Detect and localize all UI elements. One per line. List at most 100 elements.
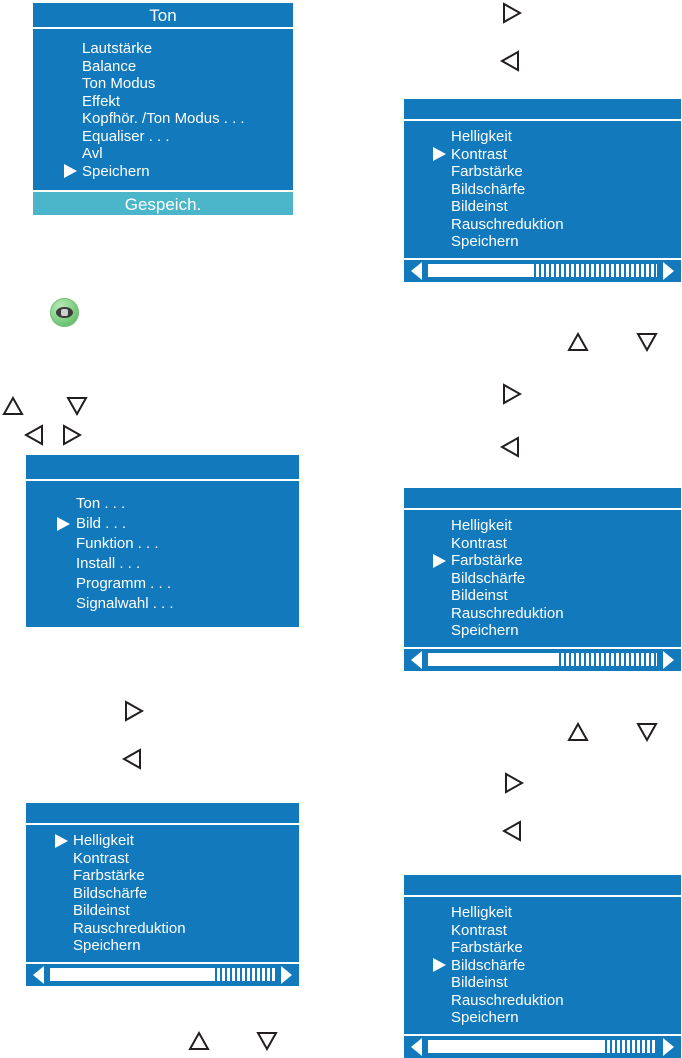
slider-fill [428, 1040, 603, 1053]
key-down-icon [256, 1031, 278, 1051]
menu-item-bildschaerfe[interactable]: Bildschärfe [26, 885, 299, 903]
menu-item-helligkeit[interactable]: Helligkeit [404, 517, 681, 535]
panel-picture-sharpness-title [404, 875, 681, 897]
menu-item-bildschaerfe[interactable]: Bildschärfe [404, 570, 681, 588]
slider-decrease-icon[interactable] [411, 1037, 422, 1056]
slider-track[interactable] [428, 1040, 657, 1053]
menu-item-label: Farbstärke [451, 552, 523, 569]
menu-item-label: Rauschreduktion [73, 919, 186, 937]
menu-item-signalwahl[interactable]: Signalwahl . . . [26, 594, 299, 614]
menu-item-avl[interactable]: Avl [33, 145, 293, 163]
menu-item-kontrast[interactable]: Kontrast [26, 850, 299, 868]
menu-item-equaliser[interactable]: Equaliser . . . [33, 128, 293, 146]
menu-item-bildeinst[interactable]: Bildeinst [404, 587, 681, 605]
selection-cursor-icon [57, 517, 70, 531]
slider-decrease-icon[interactable] [411, 261, 422, 280]
menu-item-label: Funktion . . . [76, 535, 159, 552]
slider-colour[interactable] [404, 646, 681, 671]
key-left-icon [24, 424, 44, 446]
menu-item-install[interactable]: Install . . . [26, 554, 299, 574]
menu-item-label: Helligkeit [451, 517, 512, 534]
menu-item-helligkeit[interactable]: Helligkeit [404, 904, 681, 922]
panel-sound-menu: Ton Lautstärke Balance Ton Modus Effekt … [33, 3, 293, 215]
panel-picture-colour-title [404, 488, 681, 510]
menu-item-label: Kontrast [451, 145, 507, 163]
menu-item-speichern[interactable]: Speichern [404, 622, 681, 640]
menu-item-speichern[interactable]: Speichern [404, 233, 681, 251]
menu-item-bildschaerfe[interactable]: Bildschärfe [404, 957, 681, 975]
selection-cursor-icon [433, 958, 446, 973]
slider-brightness[interactable] [26, 961, 299, 986]
slider-sharpness[interactable] [404, 1033, 681, 1058]
menu-item-effekt[interactable]: Effekt [33, 93, 293, 111]
key-down-icon [66, 396, 88, 416]
menu-item-kontrast[interactable]: Kontrast [404, 922, 681, 940]
slider-increase-icon[interactable] [281, 965, 292, 984]
menu-item-speichern[interactable]: Speichern [26, 937, 299, 955]
slider-remainder [602, 1040, 657, 1053]
menu-item-funktion[interactable]: Funktion . . . [26, 534, 299, 554]
slider-decrease-icon[interactable] [411, 650, 422, 669]
menu-item-kopfhoerer-ton-modus[interactable]: Kopfhör. /Ton Modus . . . [33, 110, 293, 128]
menu-item-helligkeit[interactable]: Helligkeit [404, 128, 681, 146]
menu-item-rauschreduktion[interactable]: Rauschreduktion [404, 992, 681, 1010]
menu-item-label: Kontrast [451, 921, 507, 939]
menu-item-bildschaerfe[interactable]: Bildschärfe [404, 181, 681, 199]
menu-item-farbstaerke[interactable]: Farbstärke [404, 552, 681, 570]
menu-item-ton-modus[interactable]: Ton Modus [33, 75, 293, 93]
menu-item-label: Bildeinst [451, 198, 508, 215]
panel-picture-contrast-title [404, 99, 681, 121]
menu-item-helligkeit[interactable]: Helligkeit [26, 832, 299, 850]
menu-item-ton[interactable]: Ton . . . [26, 494, 299, 514]
menu-item-lautstaerke[interactable]: Lautstärke [33, 40, 293, 58]
slider-contrast[interactable] [404, 257, 681, 282]
menu-item-bildeinst[interactable]: Bildeinst [404, 974, 681, 992]
menu-item-speichern[interactable]: Speichern [33, 163, 293, 181]
menu-item-bildeinst[interactable]: Bildeinst [404, 198, 681, 216]
menu-item-rauschreduktion[interactable]: Rauschreduktion [404, 216, 681, 234]
menu-item-speichern[interactable]: Speichern [404, 1009, 681, 1027]
slider-track[interactable] [428, 264, 657, 277]
slider-increase-icon[interactable] [663, 1037, 674, 1056]
menu-item-farbstaerke[interactable]: Farbstärke [26, 867, 299, 885]
menu-item-bild[interactable]: Bild . . . [26, 514, 299, 534]
menu-item-label: Lautstärke [82, 40, 153, 57]
panel-picture-sharpness-items: Helligkeit Kontrast Farbstärke Bildschär… [404, 897, 681, 1034]
slider-increase-icon[interactable] [663, 261, 674, 280]
slider-increase-icon[interactable] [663, 650, 674, 669]
menu-item-bildeinst[interactable]: Bildeinst [26, 902, 299, 920]
key-left-icon [122, 748, 142, 770]
menu-item-label: Speichern [451, 233, 519, 250]
menu-item-rauschreduktion[interactable]: Rauschreduktion [404, 605, 681, 623]
menu-button-icon[interactable] [50, 298, 79, 327]
menu-item-label: Bild . . . [76, 515, 127, 532]
slider-track[interactable] [428, 653, 657, 666]
slider-decrease-icon[interactable] [33, 965, 44, 984]
menu-item-label: Speichern [451, 1009, 519, 1026]
panel-picture-colour-items: Helligkeit Kontrast Farbstärke Bildschär… [404, 510, 681, 647]
key-down-icon [636, 722, 658, 742]
menu-item-programm[interactable]: Programm . . . [26, 574, 299, 594]
key-up-icon [2, 396, 24, 416]
panel-main-menu: Ton . . . Bild . . . Funktion . . . Inst… [26, 455, 299, 627]
menu-item-label: Helligkeit [451, 904, 512, 921]
menu-item-balance[interactable]: Balance [33, 58, 293, 76]
menu-item-farbstaerke[interactable]: Farbstärke [404, 939, 681, 957]
panel-sound-items: Lautstärke Balance Ton Modus Effekt Kopf… [33, 29, 293, 190]
menu-item-kontrast[interactable]: Kontrast [404, 535, 681, 553]
key-up-icon [567, 722, 589, 742]
menu-item-farbstaerke[interactable]: Farbstärke [404, 163, 681, 181]
slider-fill [50, 968, 212, 981]
menu-item-label: Install . . . [76, 555, 141, 572]
menu-item-label: Bildeinst [451, 974, 508, 991]
menu-item-label: Speichern [82, 162, 150, 180]
menu-item-kontrast[interactable]: Kontrast [404, 146, 681, 164]
panel-picture-colour: Helligkeit Kontrast Farbstärke Bildschär… [404, 488, 681, 671]
slider-track[interactable] [50, 968, 275, 981]
menu-item-label: Equaliser . . . [82, 127, 170, 145]
selection-cursor-icon [55, 833, 68, 848]
menu-item-rauschreduktion[interactable]: Rauschreduktion [26, 920, 299, 938]
panel-picture-contrast: Helligkeit Kontrast Farbstärke Bildschär… [404, 99, 681, 282]
slider-remainder [212, 968, 275, 981]
status-badge-gespeichert: Gespeich. [33, 190, 293, 215]
